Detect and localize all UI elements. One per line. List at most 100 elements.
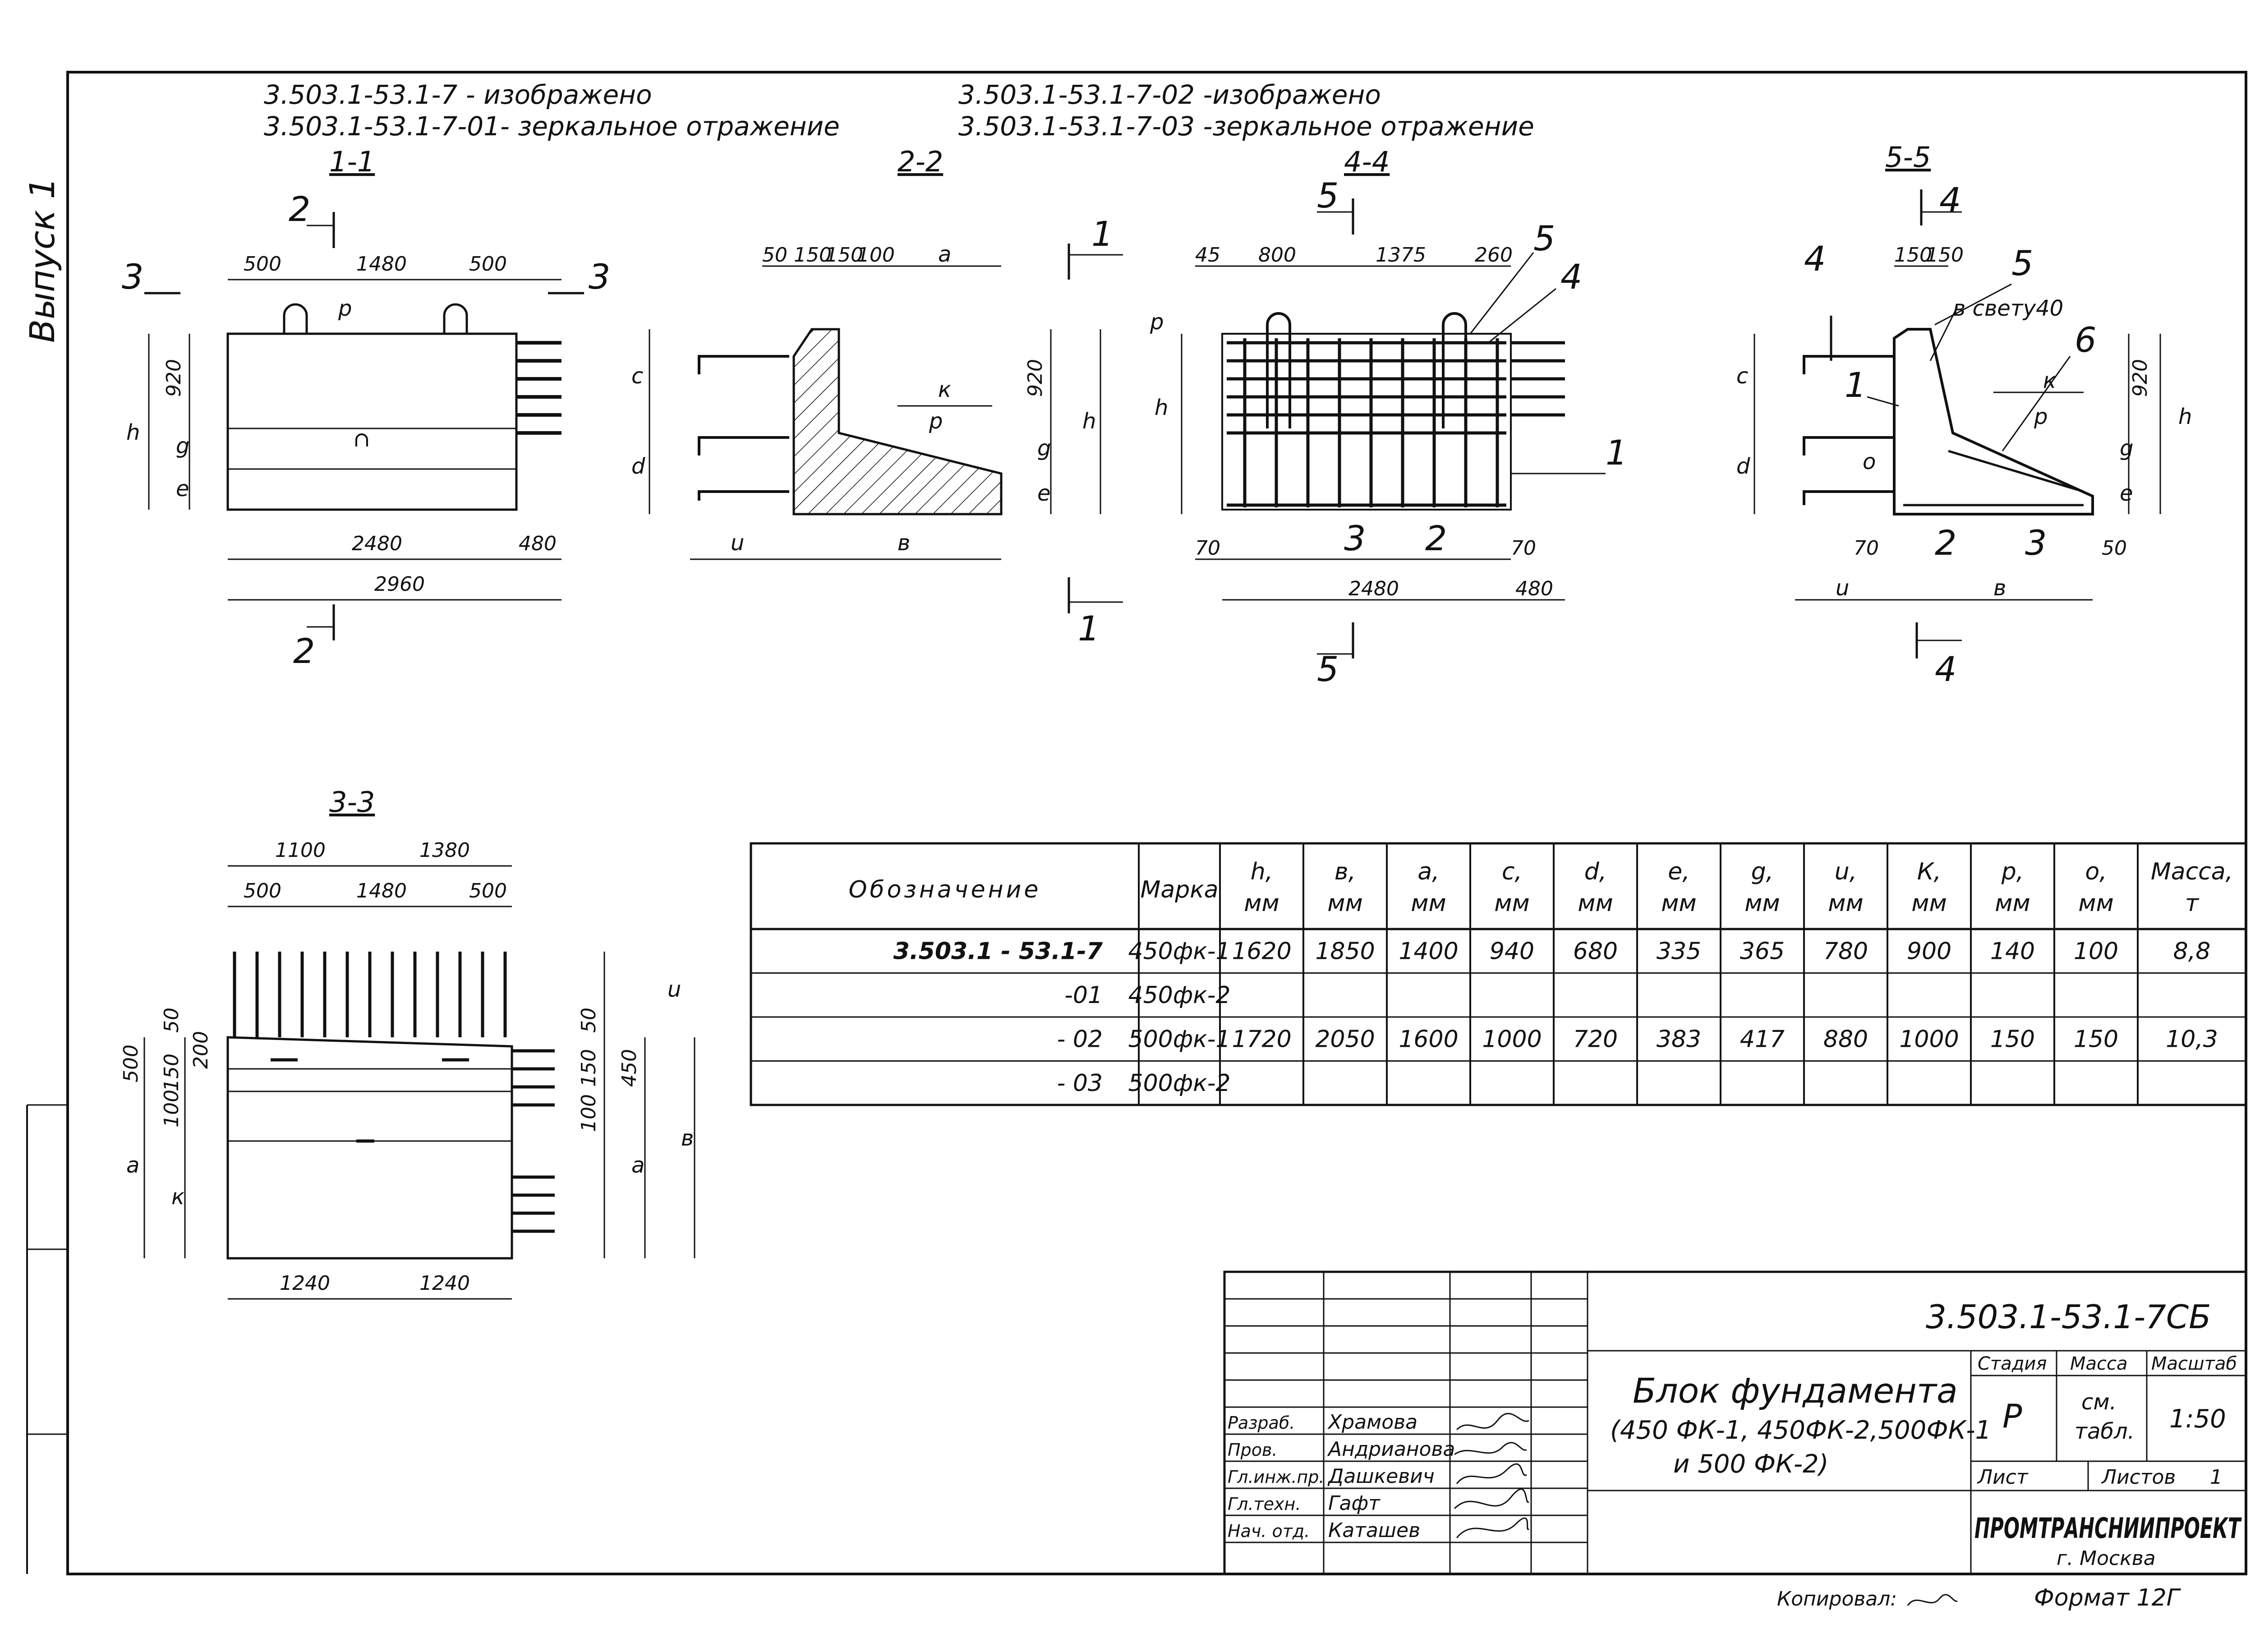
table-cell: 880 — [1823, 1026, 1868, 1053]
city: г. Москва — [2057, 1547, 2156, 1570]
dim-label: 920 — [2129, 359, 2152, 397]
table-header-symbol: h, — [1251, 858, 1273, 885]
table-cell: 1000 — [1482, 1026, 1542, 1053]
table-frame — [750, 842, 2247, 1106]
cut-label: 5 — [1317, 649, 1339, 689]
dim-label: 2480 — [352, 532, 402, 555]
letter-label: a — [938, 242, 951, 267]
table-cell: 780 — [1823, 938, 1868, 965]
letter-label: h — [1082, 409, 1096, 434]
dim-label: 2960 — [374, 573, 425, 596]
callout-label: 3 — [2025, 523, 2047, 563]
table-cell: 2050 — [1315, 1026, 1375, 1053]
cut-label: 2 — [293, 631, 315, 671]
table-header-unit: мм — [1911, 890, 1947, 917]
dim-label: 1380 — [419, 839, 470, 862]
dim-label: 1240 — [280, 1272, 330, 1295]
letter-label: h — [2178, 404, 2192, 429]
table-cell: 383 — [1657, 1026, 1701, 1053]
table-cell: 680 — [1573, 938, 1618, 965]
table-header-symbol: d, — [1584, 858, 1607, 885]
section-caption: 3-3 — [329, 786, 375, 819]
sheet-label: Лист — [1977, 1466, 2029, 1489]
format-note: Формат 12Г — [2034, 1584, 2181, 1611]
letter-label: d — [631, 454, 645, 479]
person-name: Каташев — [1328, 1519, 1420, 1542]
letter-label: c — [631, 364, 643, 389]
dim-label: 920 — [162, 359, 185, 397]
table-cell: -01 — [1064, 982, 1103, 1009]
dim-label: 150 — [825, 244, 863, 267]
rebar-hook — [698, 490, 789, 501]
letter-label: e — [176, 476, 189, 502]
dim-label: 100 — [577, 1094, 600, 1132]
letter-label: o — [1863, 449, 1876, 474]
letter-label: u — [731, 530, 744, 556]
dim-label: 50 — [160, 1008, 183, 1033]
callout-label: 2 — [1935, 523, 1956, 563]
letter-label: a — [126, 1153, 139, 1178]
cut-label: 1 — [1078, 608, 1100, 649]
dim-label: 70 — [1854, 537, 1879, 560]
table-cell: 720 — [1573, 1026, 1618, 1053]
table-header: Обозначение — [849, 876, 1041, 903]
dim-label: 1100 — [275, 839, 326, 862]
letter-label: в — [1993, 575, 2006, 601]
dim-label: 200 — [189, 1031, 212, 1069]
dim-label: 1480 — [356, 879, 407, 902]
person-name: Гафт — [1328, 1492, 1381, 1515]
lifting-loop — [1266, 312, 1291, 428]
letter-label: u — [667, 977, 681, 1002]
section-caption: 1-1 — [329, 145, 375, 178]
table-cell: 140 — [1990, 938, 2035, 965]
lifting-loop — [355, 433, 368, 446]
dim-label: 100 — [857, 244, 895, 267]
table-header-symbol: c, — [1502, 858, 1522, 885]
rebar-note: в свету40 — [1953, 296, 2063, 321]
rebar-hook — [698, 355, 789, 374]
letter-label: g — [1037, 436, 1051, 461]
callout-label: 5 — [2011, 243, 2033, 283]
table-cell: 500фк-1 — [1128, 1026, 1231, 1053]
person-name: Храмова — [1327, 1411, 1417, 1434]
section-caption: 5-5 — [1885, 141, 1931, 174]
person-name: Дашкевич — [1327, 1465, 1435, 1488]
rebar-studs — [233, 952, 507, 1037]
series-note: Выпуск 1 — [22, 177, 62, 343]
dim-label: 1240 — [419, 1272, 470, 1295]
rebar-hook — [1803, 490, 1894, 505]
table-header-symbol: o, — [2085, 858, 2107, 885]
dim-label: 1480 — [356, 253, 407, 276]
heading-left-2: 3.503.1-53.1-7-01- зеркальное отражение — [264, 111, 840, 142]
dim-label: 150 — [1926, 244, 1964, 267]
person-role: Гл.техн. — [1228, 1494, 1301, 1514]
callout-label: 2 — [1425, 518, 1447, 558]
rebar-hook — [1803, 436, 1894, 456]
table-cell: 1620 — [1232, 938, 1291, 965]
table-cell: 450фк-2 — [1128, 982, 1231, 1009]
table-header-symbol: Масса, — [2151, 858, 2233, 885]
section-3-3: 3-3 — [120, 786, 695, 1300]
dim-label: 500 — [244, 879, 281, 902]
dim-label: 1375 — [1376, 244, 1426, 267]
table-header-unit: мм — [1327, 890, 1362, 917]
block-title-sub: и 500 ФК-2) — [1673, 1450, 1829, 1479]
cut-label: 2 — [289, 189, 310, 229]
scale-value: 1:50 — [2169, 1404, 2226, 1434]
leader-line — [1867, 396, 1899, 407]
table-cell: 100 — [2074, 938, 2118, 965]
heading-left-1: 3.503.1-53.1-7 - изображено — [264, 79, 652, 110]
dim-label: 150 — [160, 1054, 183, 1091]
copier-signature — [1907, 1594, 1958, 1606]
section-caption: 2-2 — [897, 145, 943, 178]
lifting-loop — [1442, 312, 1467, 428]
callout-label: 1 — [1845, 365, 1866, 405]
stage-value: Р — [2002, 1397, 2022, 1435]
leader-line — [1934, 283, 2012, 326]
letter-label: в — [897, 530, 910, 556]
table-header-symbol: в, — [1335, 858, 1356, 885]
section-body — [792, 328, 1003, 515]
leader-line — [2002, 356, 2071, 451]
callout-label: 5 — [1533, 218, 1555, 258]
leader-line — [1488, 288, 1556, 344]
